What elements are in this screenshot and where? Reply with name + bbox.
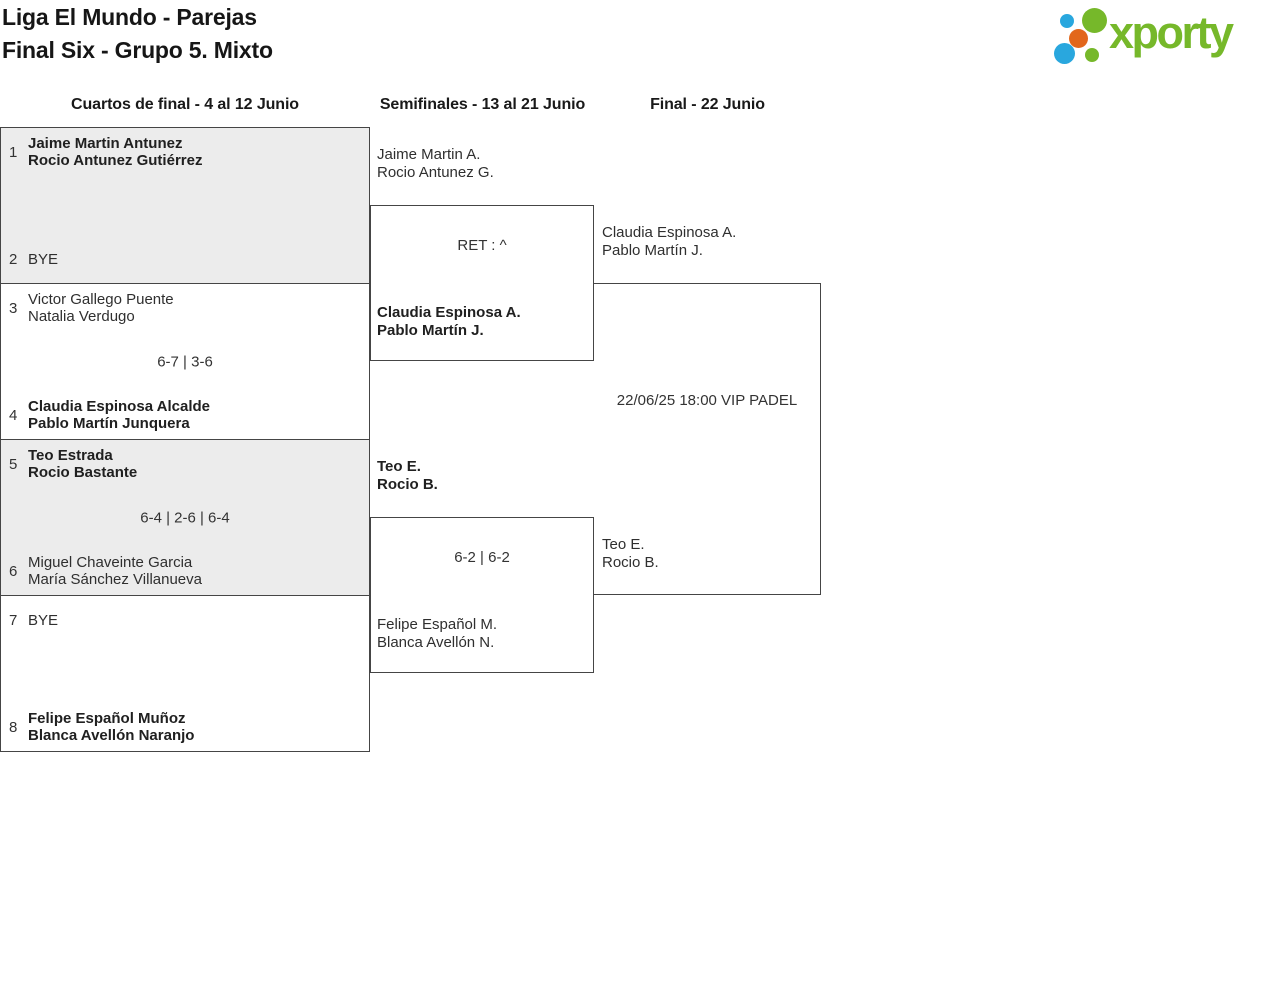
round-header-cuartos: Cuartos de final - 4 al 12 Junio [71, 96, 299, 113]
page-title: Liga El Mundo - Parejas Final Six - Grup… [2, 1, 273, 67]
seed-number: 5 [9, 455, 18, 473]
participant-name: Jaime Martin Antunez [28, 135, 183, 152]
participant-name: Blanca Avellón N. [377, 634, 495, 651]
final-team-bottom: Teo E. Rocio B. [602, 536, 659, 572]
participant-name: Rocio Antunez Gutiérrez [28, 152, 203, 169]
participant-name: Pablo Martín J. [377, 322, 484, 339]
qf3-team-bottom: 6 Miguel Chaveinte Garcia María Sánchez … [9, 554, 361, 588]
sf2-team-bottom: Felipe Español M. Blanca Avellón N. [377, 616, 497, 652]
participant-name: Jaime Martin A. [377, 146, 481, 163]
logo-dot-green-small-icon [1085, 48, 1099, 62]
participant-name: Rocio B. [377, 476, 438, 493]
qf3-score: 6-4 | 2-6 | 6-4 [140, 509, 230, 526]
round-header-final: Final - 22 Junio [650, 96, 765, 113]
sf1-team-bottom: Claudia Espinosa A. Pablo Martín J. [377, 304, 521, 340]
participant-name: Pablo Martín Junquera [28, 415, 190, 432]
participant-name: Blanca Avellón Naranjo [28, 727, 195, 744]
qf1-team-bottom: 2 BYE [9, 242, 361, 276]
qf2-team-top: 3 Victor Gallego Puente Natalia Verdugo [9, 291, 361, 325]
participant-name: Pablo Martín J. [602, 242, 703, 259]
qf4-team-top: 7 BYE [9, 603, 361, 637]
logo-wordmark: xporty [1109, 7, 1234, 58]
final-match-box [593, 283, 821, 595]
participant-name: Rocio B. [602, 554, 659, 571]
sf1-team-top: Jaime Martin A. Rocio Antunez G. [377, 146, 494, 182]
seed-number: 4 [9, 406, 18, 424]
qf1-team-top: 1 Jaime Martin Antunez Rocio Antunez Gut… [9, 135, 361, 169]
sf2-score: 6-2 | 6-2 [454, 549, 510, 566]
logo-dot-green-big-icon [1082, 8, 1107, 33]
page-title-line2: Final Six - Grupo 5. Mixto [2, 37, 273, 63]
participant-name: Teo Estrada [28, 447, 113, 464]
participant-name: BYE [28, 611, 59, 629]
logo-dot-blue-big-icon [1054, 43, 1075, 64]
seed-number: 8 [9, 718, 18, 736]
participant-name: Rocio Bastante [28, 464, 138, 481]
round-header-semifinales: Semifinales - 13 al 21 Junio [379, 96, 586, 113]
participant-name: Teo E. [602, 536, 645, 553]
participant-name: Claudia Espinosa A. [602, 224, 737, 241]
final-schedule: 22/06/25 18:00 VIP PADEL [616, 392, 798, 409]
logo-dot-blue-small-icon [1060, 14, 1074, 28]
participant-name: Teo E. [377, 458, 421, 475]
qf3-team-top: 5 Teo Estrada Rocio Bastante [9, 447, 361, 481]
seed-number: 3 [9, 299, 18, 317]
participant-name: Rocio Antunez G. [377, 164, 494, 181]
participant-name: María Sánchez Villanueva [28, 571, 202, 588]
logo-dot-orange-icon [1069, 29, 1088, 48]
qf-match-3: 5 Teo Estrada Rocio Bastante 6-4 | 2-6 |… [1, 440, 369, 596]
seed-number: 6 [9, 562, 18, 580]
page-title-line1: Liga El Mundo - Parejas [2, 4, 257, 30]
final-team-top: Claudia Espinosa A. Pablo Martín J. [602, 224, 736, 260]
seed-number: 1 [9, 143, 18, 161]
sf2-team-top: Teo E. Rocio B. [377, 458, 438, 494]
participant-name: Miguel Chaveinte Garcia [28, 554, 193, 571]
participant-name: Claudia Espinosa Alcalde [28, 398, 210, 415]
qf-match-2: 3 Victor Gallego Puente Natalia Verdugo … [1, 284, 369, 440]
seed-number: 7 [9, 611, 18, 629]
participant-name: Victor Gallego Puente [28, 291, 174, 308]
qf2-score: 6-7 | 3-6 [157, 353, 213, 370]
participant-name: Felipe Español Muñoz [28, 710, 186, 727]
sf1-score: RET : ^ [457, 237, 507, 254]
sf-match-2-box [370, 517, 594, 673]
participant-name: BYE [28, 250, 59, 268]
seed-number: 2 [9, 250, 18, 268]
participant-name: Claudia Espinosa A. [377, 304, 521, 321]
participant-name: Natalia Verdugo [28, 308, 135, 325]
xporty-logo[interactable]: xporty [1045, 5, 1277, 71]
qf-match-4: 7 BYE 8 Felipe Español Muñoz Blanca Avel… [1, 596, 369, 751]
qf2-team-bottom: 4 Claudia Espinosa Alcalde Pablo Martín … [9, 398, 361, 432]
qf-match-1: 1 Jaime Martin Antunez Rocio Antunez Gut… [1, 128, 369, 284]
quarterfinals-column: 1 Jaime Martin Antunez Rocio Antunez Gut… [0, 127, 370, 752]
participant-name: Felipe Español M. [377, 616, 498, 633]
qf4-team-bottom: 8 Felipe Español Muñoz Blanca Avellón Na… [9, 710, 361, 744]
